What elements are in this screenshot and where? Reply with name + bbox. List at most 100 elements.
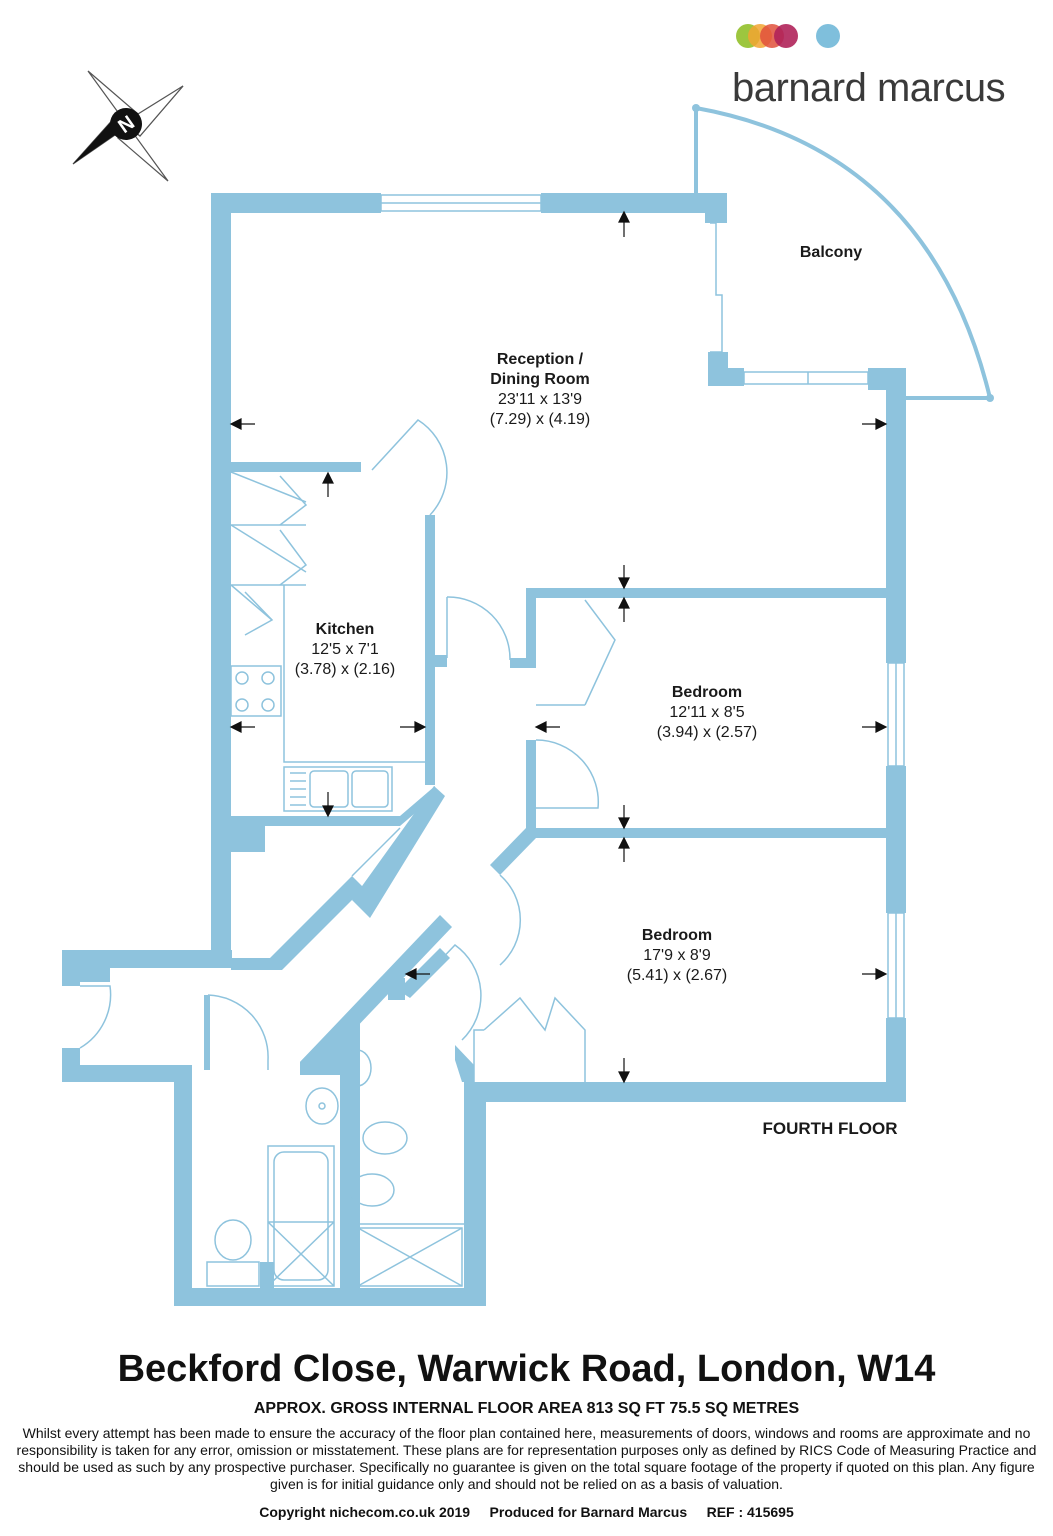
kitchen-fittings: [230, 585, 425, 812]
room-name-reception-2: Dining Room: [490, 371, 590, 388]
arrow-marker: [618, 565, 630, 590]
floor-plan: Balcony Reception / Dining Room 23'11 x …: [62, 104, 994, 1306]
room-name-balcony: Balcony: [800, 244, 862, 261]
wall: [464, 1082, 486, 1306]
wall: [340, 1035, 360, 1293]
bathroom-fittings: [206, 1049, 464, 1287]
wall: [705, 193, 727, 223]
wall: [708, 368, 744, 386]
brand-dot: [816, 24, 840, 48]
wall: [231, 462, 361, 472]
arrow-marker: [862, 721, 888, 733]
wall: [425, 515, 435, 785]
wall: [80, 968, 110, 982]
room-dim-metric: (3.94) x (2.57): [657, 724, 757, 741]
room-name-bedroom-2: Bedroom: [642, 927, 712, 944]
door-swing: [207, 994, 269, 1070]
cupboard-door: [244, 475, 308, 636]
worktop: [283, 585, 425, 763]
shower-tray: [267, 1221, 335, 1287]
door-swing: [446, 596, 511, 661]
window: [710, 222, 723, 353]
arrow-marker: [618, 1058, 630, 1084]
bath: [267, 1145, 335, 1287]
room-name-bedroom-1: Bedroom: [672, 684, 742, 701]
brand-logo: barnard marcus: [732, 18, 1032, 108]
washbasin-drain: [318, 1102, 326, 1110]
toilet-cistern: [343, 1121, 359, 1157]
door-swing: [499, 874, 522, 966]
washbasin: [305, 1087, 339, 1125]
wall: [174, 1065, 192, 1306]
wall: [886, 368, 906, 663]
door-swing: [79, 985, 112, 1049]
walls: [62, 193, 906, 1306]
brand-name: barnard marcus: [732, 66, 1006, 110]
arrow-marker: [534, 721, 560, 733]
arrow-marker: [322, 792, 334, 818]
sink-bowl: [351, 770, 389, 808]
wall: [510, 658, 536, 668]
wall: [174, 1288, 486, 1306]
door-swing: [371, 419, 448, 516]
brand-dots-icon: [736, 24, 840, 48]
rail-post: [986, 394, 994, 402]
wall: [526, 828, 888, 838]
hob-ring: [261, 698, 275, 712]
brand-dot: [774, 24, 798, 48]
wardrobe-door: [536, 599, 616, 706]
room-dim-imperial: 12'5 x 7'1: [311, 641, 379, 658]
balcony-outline: [694, 106, 992, 400]
sink-bowl: [309, 770, 349, 808]
wall: [886, 1018, 906, 1100]
room-name-kitchen: Kitchen: [316, 621, 375, 638]
hob-ring: [235, 698, 249, 712]
door-leaf: [351, 827, 401, 877]
wall: [886, 766, 906, 913]
arrow-marker: [862, 968, 888, 980]
arrow-marker: [322, 471, 334, 497]
balcony-rail: [695, 106, 992, 399]
door-swing: [535, 739, 600, 809]
copyright: Copyright nichecom.co.uk 2019 Produced f…: [259, 1504, 794, 1520]
door-swing: [411, 944, 482, 1041]
drainer: [290, 772, 306, 806]
rail-post: [692, 104, 700, 112]
room-dim-metric: (3.78) x (2.16): [295, 661, 395, 678]
wall: [435, 655, 447, 667]
footer: Beckford Close, Warwick Road, London, W1…: [0, 1345, 1053, 1521]
arrow-marker: [618, 805, 630, 830]
wall: [455, 1045, 474, 1082]
shower-tray: [357, 1227, 463, 1287]
measurement-arrows: [229, 210, 888, 1084]
washbasin: [342, 1049, 372, 1087]
cupboard-line: [231, 524, 306, 586]
arrow-marker: [400, 721, 427, 733]
toilet-cistern: [206, 1261, 260, 1287]
hob-ring: [261, 671, 275, 685]
cupboard-door: [230, 471, 307, 621]
room-dim-metric: (5.41) x (2.67): [627, 967, 727, 984]
arrow-marker: [229, 418, 255, 430]
wall: [398, 948, 450, 998]
doors: [79, 419, 616, 1082]
arrow-marker: [618, 836, 630, 862]
bath-inner: [273, 1151, 329, 1281]
toilet: [362, 1121, 408, 1155]
arrow-marker: [862, 418, 888, 430]
wall: [204, 995, 210, 1070]
wall: [388, 978, 405, 1000]
wall: [526, 588, 888, 598]
room-dim-metric: (7.29) x (4.19): [490, 411, 590, 428]
floor-label: FOURTH FLOOR: [762, 1119, 897, 1138]
hob: [230, 665, 282, 717]
wall: [211, 193, 381, 213]
property-address: Beckford Close, Warwick Road, London, W1…: [117, 1348, 936, 1390]
arrow-marker: [618, 210, 630, 237]
wall: [211, 193, 231, 958]
compass-north-icon: N: [72, 70, 184, 182]
wall: [260, 1262, 274, 1292]
hob-ring: [235, 671, 249, 685]
wall: [474, 1082, 906, 1102]
wall: [62, 950, 80, 986]
